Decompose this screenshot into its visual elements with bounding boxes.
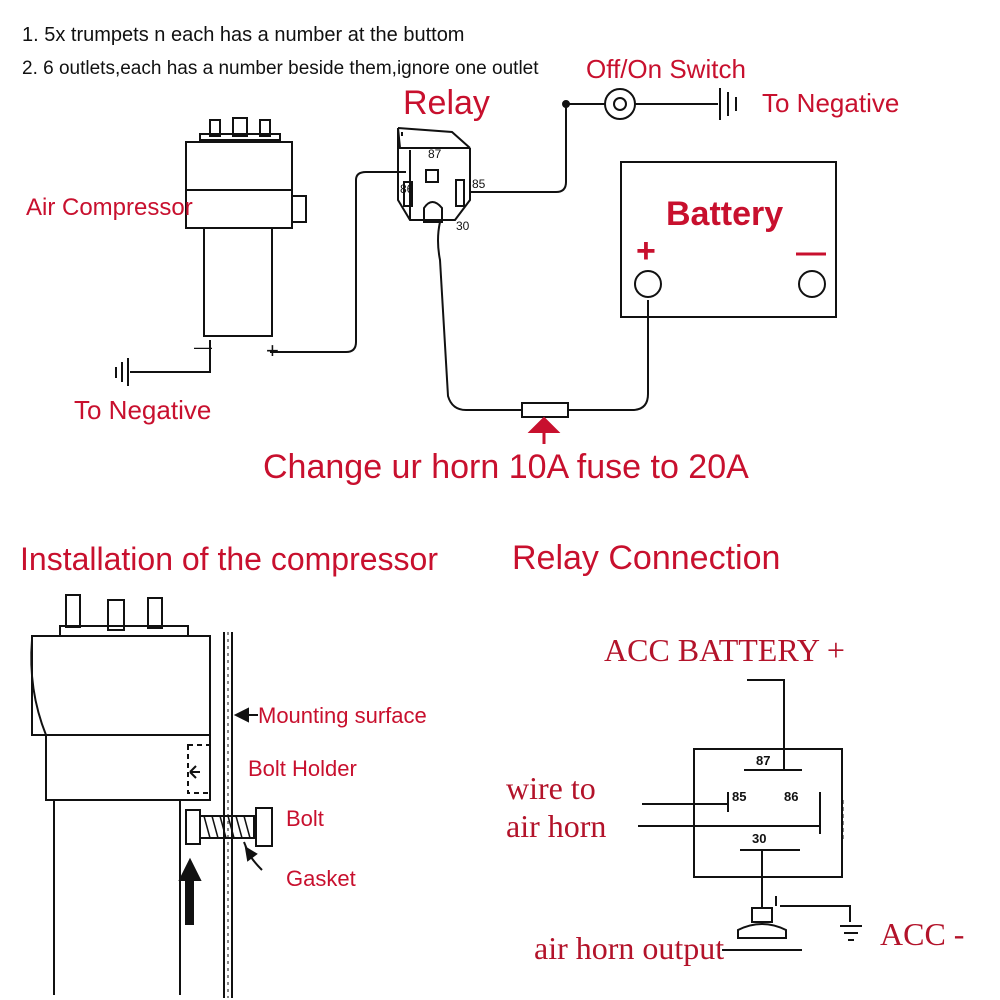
air-compressor-label: Air Compressor [26, 194, 193, 221]
mounting-surface-label: Mounting surface [258, 703, 427, 728]
mounting-arrow-icon [233, 707, 258, 723]
relay-top-pin-85: 85 [472, 177, 486, 191]
compressor-side-icon [30, 594, 211, 995]
compressor-plus: + [266, 338, 279, 363]
wire-to-label-2: air horn [506, 808, 607, 844]
relay-top-pin-87: 87 [428, 147, 442, 161]
air-horn-output-label: air horn output [534, 930, 725, 966]
bolt-icon [185, 807, 273, 853]
air-horn-output-icon [722, 896, 802, 951]
relay-title: Relay [403, 84, 490, 122]
relay-conn-pin-85: 85 [732, 789, 747, 804]
acc-battery-label: ACC BATTERY + [604, 632, 845, 668]
fuse-icon [521, 402, 569, 418]
gasket-label: Gasket [286, 866, 356, 891]
to-negative-left-label: To Negative [74, 395, 212, 425]
bolt-label: Bolt [286, 806, 324, 831]
relay-box-icon [693, 748, 844, 878]
bolt-holder-label: Bolt Holder [248, 756, 357, 781]
wire-to-label-1: wire to [506, 770, 596, 806]
battery-plus: + [636, 232, 656, 270]
bolt-holder-icon [187, 744, 211, 794]
relay-top-icon [397, 127, 471, 223]
ground-left-icon [115, 358, 129, 386]
fuse-note: Change ur horn 10A fuse to 20A [263, 448, 749, 486]
installation-title: Installation of the compressor [20, 541, 438, 577]
acc-ground-icon [840, 925, 862, 941]
relay-conn-pin-30: 30 [752, 831, 767, 846]
off-on-switch-label: Off/On Switch [586, 54, 746, 84]
up-arrow-icon [178, 857, 202, 925]
compressor-minus: — [194, 337, 212, 357]
note-line-2: 2. 6 outlets,each has a number beside th… [22, 58, 539, 79]
relay-conn-pin-86: 86 [784, 789, 799, 804]
ground-right-icon [719, 88, 737, 120]
note-line-1: 1. 5x trumpets n each has a number at th… [22, 24, 465, 46]
gasket-arrow-icon [244, 846, 263, 871]
to-negative-right-label: To Negative [762, 88, 900, 118]
battery-minus: — [796, 236, 826, 269]
fuse-arrow-icon [527, 416, 561, 444]
off-on-switch-icon [604, 88, 636, 120]
relay-top-pin-30: 30 [456, 219, 470, 233]
battery-label: Battery [666, 195, 784, 233]
air-compressor-icon [185, 117, 307, 337]
battery-icon [620, 161, 837, 318]
relay-top-pin-86: 86 [400, 182, 414, 196]
relay-connection-title: Relay Connection [512, 539, 781, 577]
relay-conn-pin-87: 87 [756, 753, 771, 768]
acc-minus-label: ACC - [880, 916, 965, 952]
